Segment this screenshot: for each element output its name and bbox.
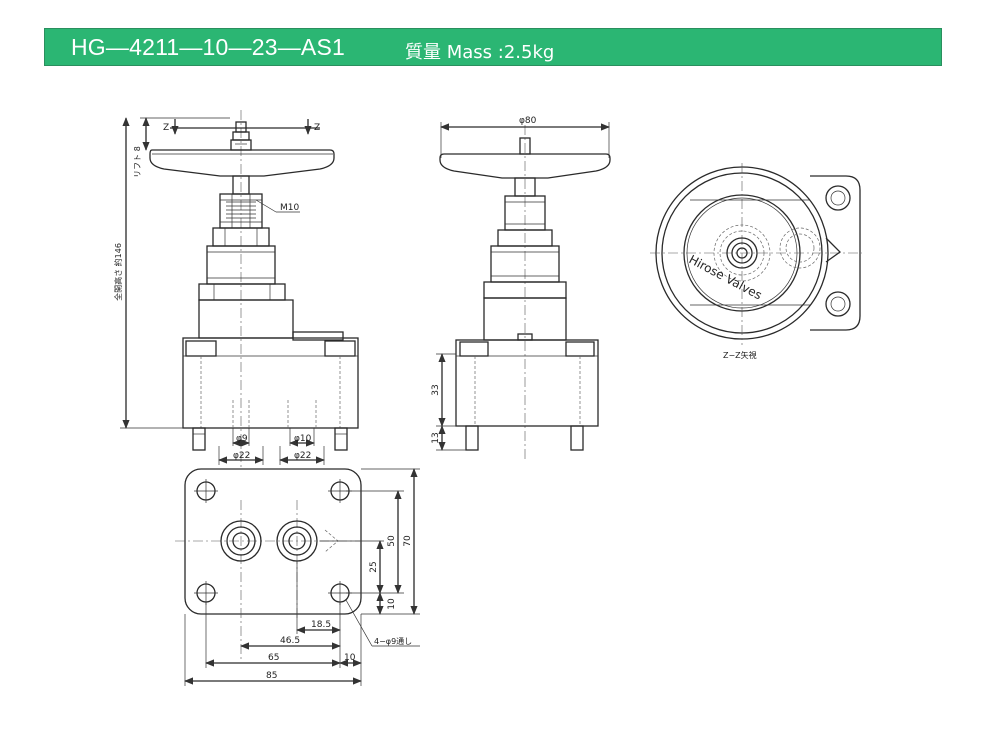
dim-85: 85 xyxy=(266,671,277,681)
dim-50: 50 xyxy=(387,535,397,547)
stud-height-dim: 13 xyxy=(431,432,441,443)
handwheel-side xyxy=(439,153,611,179)
dim-65: 65 xyxy=(268,653,279,663)
model-number: HG—4211—10—23—AS1 xyxy=(71,34,345,60)
dim-25: 25 xyxy=(369,561,379,572)
holes-callout: 4−φ9通し xyxy=(374,636,412,646)
z-z-view-label: Z−Z矢視 xyxy=(723,350,757,360)
total-height-dimension: 全開高さ 約146 xyxy=(113,243,123,301)
bottom-view: 70 50 25 10 18.5 46.5 65 10 85 4−φ9通し xyxy=(175,468,420,686)
brand-text: Hirose Valves xyxy=(687,252,765,302)
dim-18-5: 18.5 xyxy=(311,620,331,630)
lift-dimension: リフト 8 xyxy=(133,146,142,178)
dim-10-horizontal: 10 xyxy=(344,653,356,663)
handwheel xyxy=(149,149,335,177)
dim-46-5: 46.5 xyxy=(280,636,300,646)
dim-70: 70 xyxy=(403,535,413,547)
port-dia-right: φ10 xyxy=(294,434,312,444)
thread-label: M10 xyxy=(280,203,299,213)
side-view: φ80 33 13 xyxy=(431,116,611,460)
dim-10-vertical: 10 xyxy=(387,598,397,610)
mass-label: 質量 Mass :2.5kg xyxy=(405,42,555,63)
z-label-right: Z xyxy=(314,123,320,133)
handle-dia: φ80 xyxy=(519,116,537,126)
title-bar: HG—4211—10—23—AS1 質量 Mass :2.5kg xyxy=(44,28,942,66)
port-dia-left: φ9 xyxy=(236,434,248,444)
boss-dia-right: φ22 xyxy=(294,451,311,461)
front-view: Z Z リフト 8 全開高さ 約146 M10 φ9 φ10 φ22 φ22 xyxy=(113,110,359,470)
z-label-left: Z xyxy=(163,123,169,133)
body-height-dim: 33 xyxy=(431,384,441,395)
z-z-view: Hirose Valves Z−Z矢視 xyxy=(650,163,862,360)
boss-dia-left: φ22 xyxy=(233,451,250,461)
